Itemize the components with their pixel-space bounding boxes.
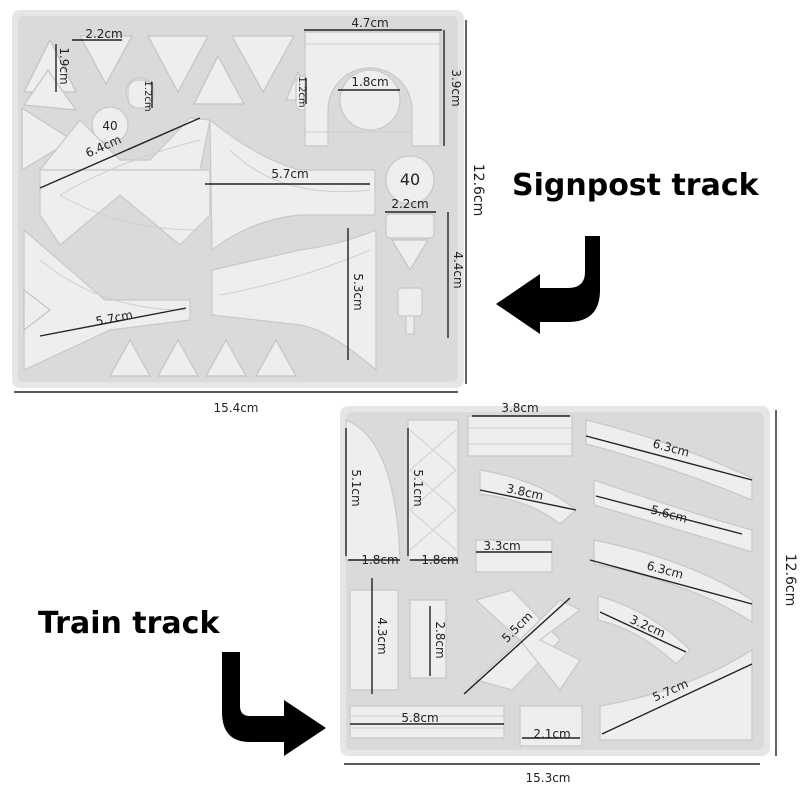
- dim-top-left-height: 1.9cm: [57, 47, 71, 84]
- bottom-sign-cavities: [23, 288, 298, 377]
- dim-straight-vertical: 4.3cm: [375, 617, 389, 654]
- dim-long-straight: 5.8cm: [401, 711, 438, 725]
- train-dimension-lines: [344, 410, 777, 765]
- signpost-mold: 40 40 2.2cm 1.9cm 1.2cm 1.2cm 4.7cm 1.8c…: [12, 10, 486, 415]
- dim-signpost-overall-width: 15.4cm: [213, 401, 258, 415]
- speed-sign-1-text: 40: [102, 119, 117, 133]
- speed-sign-2-text: 40: [400, 170, 420, 189]
- train-track-heading: Train track: [38, 606, 220, 641]
- dim-arch-bridge-width: 1.8cm: [361, 553, 398, 567]
- dim-top-straight: 3.8cm: [501, 401, 538, 415]
- dim-arch-bridge-height: 5.1cm: [349, 469, 363, 506]
- dim-platform-height: 3.9cm: [449, 69, 463, 106]
- dim-top-left-width: 2.2cm: [85, 27, 122, 41]
- dim-small-sign-2: 1.2cm: [296, 76, 307, 107]
- dim-short-straight: 3.3cm: [483, 539, 520, 553]
- dim-platform-circle: 1.8cm: [351, 75, 388, 89]
- dim-crossing-sign-height: 4.4cm: [451, 251, 465, 288]
- dim-train-overall-height: 12.6cm: [782, 554, 798, 607]
- dim-switch-bottom-right: 5.3cm: [351, 273, 365, 310]
- arrow-left-icon: [496, 236, 600, 334]
- dim-crossing-sign-width: 2.2cm: [391, 197, 428, 211]
- train-mold: 3.8cm 6.3cm 5.1cm 5.1cm 3.8cm 5.6cm 1.8c…: [340, 401, 798, 785]
- bridge-cavities: [345, 419, 459, 561]
- platform-cavity: [304, 31, 441, 147]
- dim-switch-top-right: 5.7cm: [271, 167, 308, 181]
- dim-platform-width: 4.7cm: [351, 16, 388, 30]
- dim-truss-bridge-width: 1.8cm: [421, 553, 458, 567]
- signpost-dimension-lines: [14, 20, 467, 393]
- dim-truss-bridge-height: 5.1cm: [411, 469, 425, 506]
- switch-track-cavities: [23, 117, 377, 372]
- arrow-right-icon: [222, 652, 326, 756]
- dim-mini-straight: 2.1cm: [533, 727, 570, 741]
- signpost-track-heading: Signpost track: [512, 168, 760, 203]
- dim-short-vertical: 2.8cm: [433, 621, 447, 658]
- dim-small-sign-1: 1.2cm: [142, 80, 153, 111]
- dim-train-overall-width: 15.3cm: [525, 771, 570, 785]
- dim-signpost-overall-height: 12.6cm: [470, 164, 486, 217]
- crossing-sign-cavity: [385, 155, 435, 335]
- straight-track-cavities: [349, 415, 583, 747]
